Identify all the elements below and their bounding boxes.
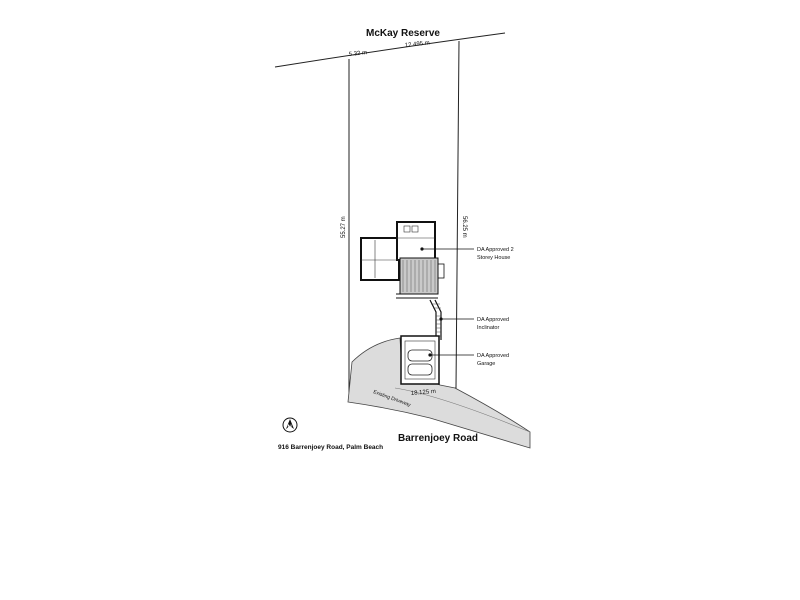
address-label: 916 Barrenjoey Road, Palm Beach bbox=[278, 444, 383, 451]
driveway-edge-line bbox=[394, 387, 531, 433]
inclinator-callout-line2: Inclinator bbox=[477, 325, 499, 331]
top-left-dimension: 5.32 m bbox=[349, 50, 368, 58]
house-callout-line2: Storey House bbox=[477, 255, 510, 261]
house-building bbox=[360, 221, 439, 299]
inclinator-callout-line1: DA Approved bbox=[477, 317, 509, 323]
top-right-dimension: 12.495 m bbox=[405, 40, 431, 49]
reserve-boundary-line bbox=[274, 32, 506, 68]
garage-callout-line2: Garage bbox=[477, 361, 495, 367]
south-boundary-label: Barrenjoey Road bbox=[398, 433, 478, 444]
garage-callout-line1: DA Approved bbox=[477, 353, 509, 359]
west-dimension: 55.27 m bbox=[341, 216, 347, 238]
existing-driveway-area bbox=[347, 337, 531, 449]
north-arrow-icon: N bbox=[282, 417, 298, 433]
inclinator-track bbox=[429, 263, 445, 340]
north-boundary-label: McKay Reserve bbox=[366, 28, 440, 39]
east-dimension: 56.25 m bbox=[461, 216, 467, 238]
garage-building bbox=[400, 335, 440, 385]
bottom-dimension: 18.125 m bbox=[411, 389, 436, 397]
house-callout-line1: DA Approved 2 bbox=[477, 247, 514, 253]
svg-text:N: N bbox=[288, 425, 292, 431]
